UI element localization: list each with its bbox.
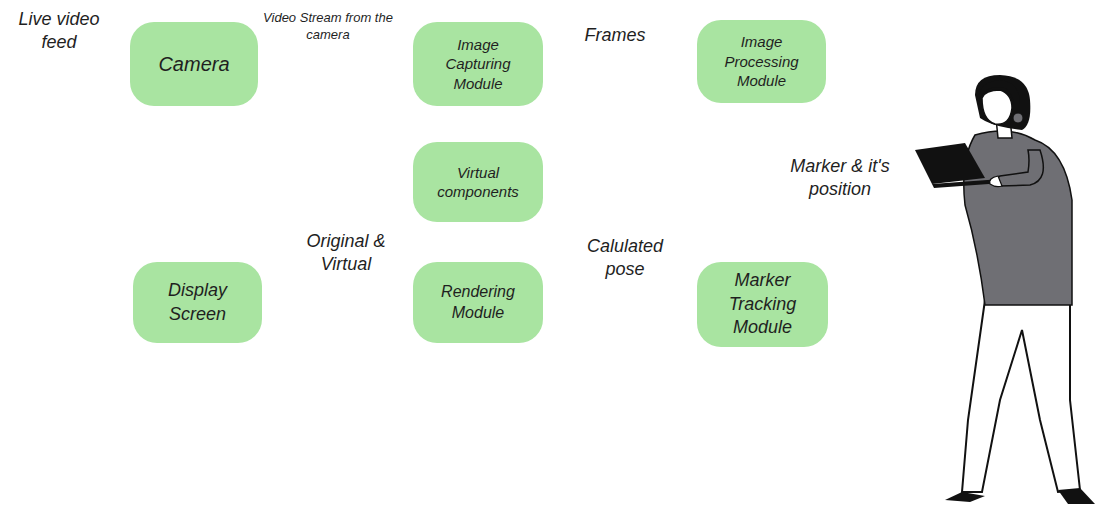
process-box: Virtual components bbox=[413, 142, 543, 222]
box-text: Camera bbox=[158, 51, 229, 77]
flow-label: Live video feed bbox=[4, 8, 114, 55]
box-text: Virtual components bbox=[423, 163, 533, 202]
flow-label: Calulated pose bbox=[565, 235, 685, 282]
box-text: Image Processing Module bbox=[707, 32, 816, 91]
process-box: Marker Tracking Module bbox=[697, 262, 828, 347]
flow-label: Frames bbox=[560, 24, 670, 47]
box-text: Image Capturing Module bbox=[423, 35, 533, 94]
flow-label: Original & Virtual bbox=[290, 230, 402, 277]
process-box: Rendering Module bbox=[413, 262, 543, 343]
process-box: Display Screen bbox=[133, 262, 262, 343]
process-box: Image Processing Module bbox=[697, 20, 826, 103]
process-box: Image Capturing Module bbox=[413, 22, 543, 106]
box-text: Marker Tracking Module bbox=[707, 269, 818, 339]
process-box: Camera bbox=[130, 22, 258, 106]
flow-label: Marker & it's position bbox=[780, 155, 900, 202]
box-text: Rendering Module bbox=[423, 282, 533, 324]
flow-label: Video Stream from the camera bbox=[262, 10, 394, 44]
box-text: Display Screen bbox=[143, 279, 252, 326]
